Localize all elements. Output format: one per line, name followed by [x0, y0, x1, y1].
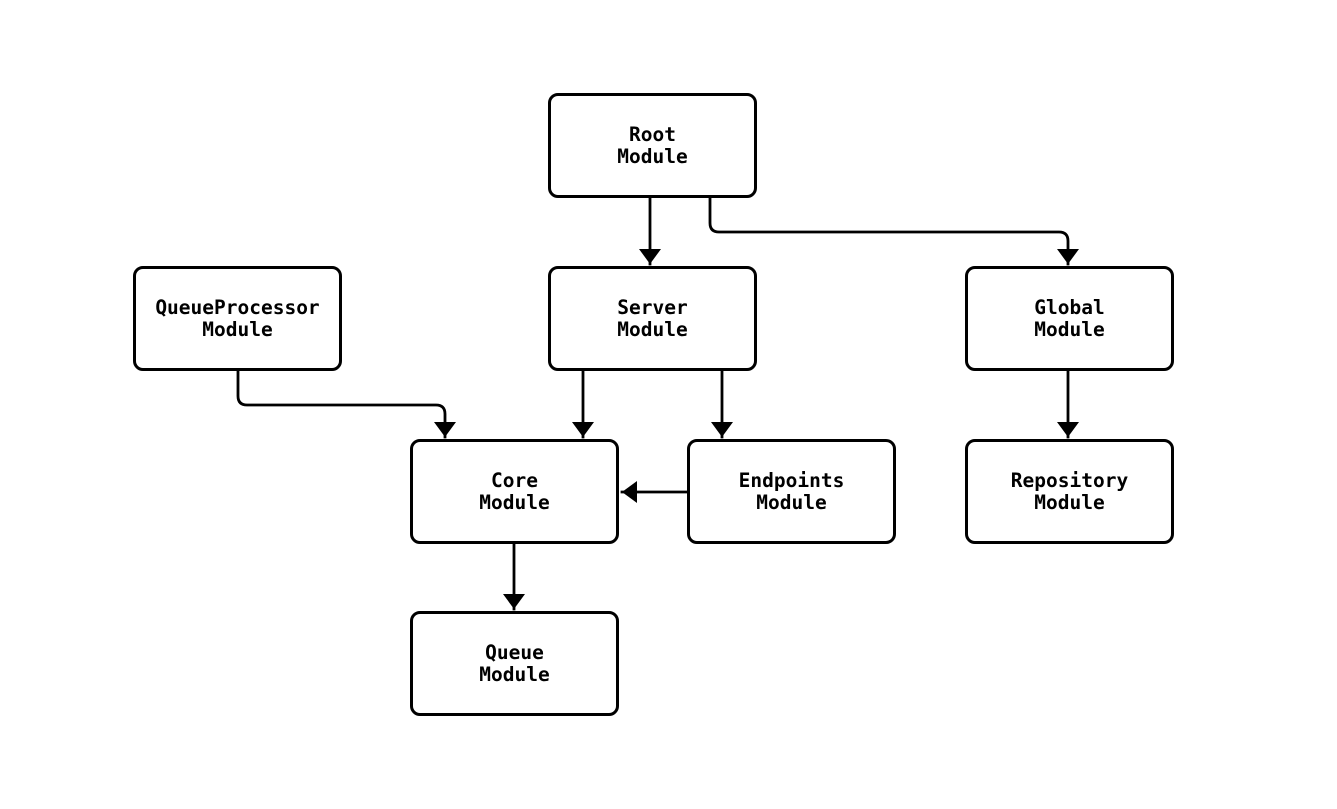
node-label: Repository — [1010, 468, 1129, 492]
node-label: Endpoints — [738, 468, 845, 492]
node-label: Module — [756, 490, 827, 514]
node-label: Module — [617, 144, 688, 168]
node-label: Module — [1034, 317, 1105, 341]
node-label: Module — [202, 317, 273, 341]
edge-root-module-to-global-module — [708, 196, 1079, 266]
node-label: Module — [479, 662, 550, 686]
node-label: Core — [491, 468, 538, 492]
node-label: Queue — [485, 640, 544, 664]
edge-queueprocessor-module-to-core-module — [236, 369, 456, 439]
node-label: Module — [1034, 490, 1105, 514]
node-label: Global — [1034, 295, 1105, 319]
node-label: QueueProcessor — [155, 295, 320, 319]
node-label: Root — [629, 122, 676, 146]
node-label: Module — [479, 490, 550, 514]
node-label: Module — [617, 317, 688, 341]
node-label: Server — [617, 295, 688, 319]
